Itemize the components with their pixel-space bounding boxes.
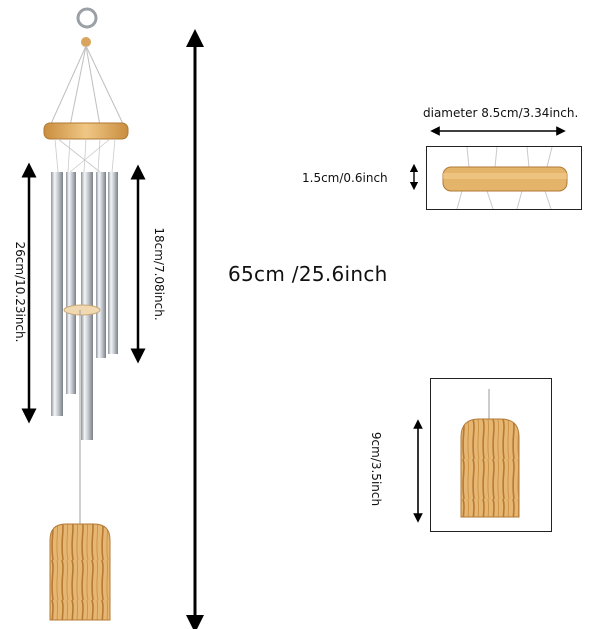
tube-strings — [54, 138, 116, 173]
long-tube-label: 26cm/10.23inch. — [13, 241, 27, 343]
sail-detail-box — [430, 378, 552, 532]
ring-thickness-label: 1.5cm/0.6inch — [302, 171, 388, 185]
top-strings — [49, 45, 125, 127]
wooden-sail — [49, 523, 111, 621]
wooden-ring — [43, 122, 129, 140]
ring-detail-box — [426, 146, 582, 210]
striker — [63, 304, 101, 316]
short-tube-label: 18cm/7.08inch. — [152, 227, 166, 321]
hanging-ring — [76, 7, 98, 47]
ring-diameter-label: diameter 8.5cm/3.34inch. — [423, 106, 579, 120]
overall-height-label: 65cm /25.6inch — [228, 262, 388, 286]
sail-height-label: 9cm/3.5inch — [369, 431, 383, 507]
